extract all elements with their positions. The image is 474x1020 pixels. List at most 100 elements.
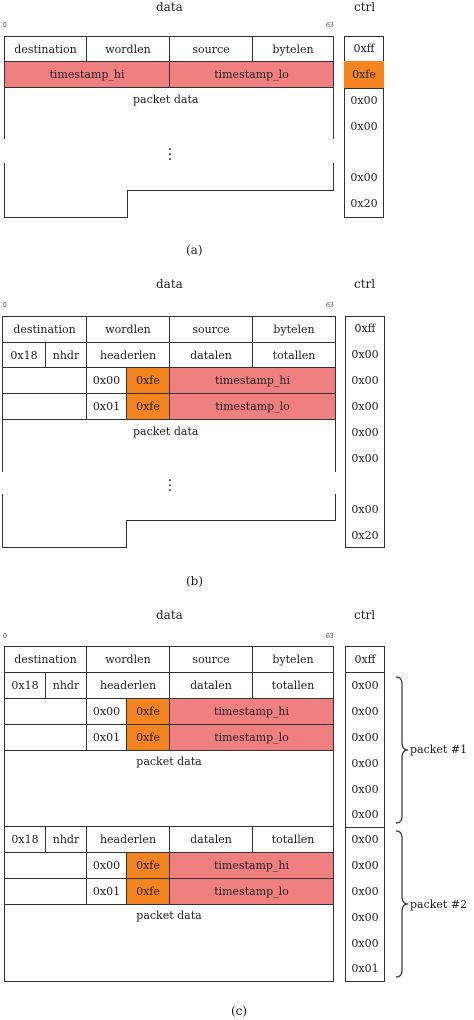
- source-field: source: [169, 316, 253, 343]
- datalen-field: datalen: [169, 826, 253, 853]
- packet-2-label: packet #2: [410, 898, 468, 911]
- bit-end-c: 63: [326, 633, 334, 640]
- bit-start-a: 0: [3, 22, 7, 29]
- empty-field: [2, 367, 87, 394]
- ctrl-value: 0x20: [350, 197, 378, 210]
- ctrl-header-c: ctrl: [354, 608, 376, 622]
- packet-data-block: packet data: [4, 904, 334, 982]
- 0xfe-marker: 0xfe: [126, 878, 170, 905]
- caption-a: (a): [186, 243, 203, 257]
- ctrl-value: 0x00: [351, 731, 379, 744]
- data-header-a: data: [156, 0, 183, 14]
- headerlen-field: headerlen: [86, 826, 170, 853]
- 0x18-field: 0x18: [4, 826, 46, 853]
- 0xfe-marker: 0xfe: [126, 852, 170, 879]
- 0x18-field: 0x18: [4, 672, 46, 699]
- ctrl-marker-a: [344, 61, 384, 88]
- ctrl-value: 0x00: [351, 705, 379, 718]
- packet-1-brace: [395, 676, 409, 824]
- empty-field: [4, 852, 87, 879]
- packet-2-brace: [395, 830, 409, 978]
- ctrl-value: 0xff: [353, 42, 375, 55]
- source-field: source: [169, 646, 253, 673]
- 0x01-field: 0x01: [86, 393, 127, 420]
- 0x00-field: 0x00: [86, 367, 127, 394]
- nhdr-field: nhdr: [45, 826, 87, 853]
- 0xfe-marker: 0xfe: [126, 393, 170, 420]
- bytelen-field: bytelen: [252, 36, 334, 62]
- 0x01-field: 0x01: [86, 724, 127, 751]
- data-header-c: data: [156, 608, 183, 622]
- ctrl-value: 0x20: [351, 529, 379, 542]
- 0xfe-marker: 0xfe: [126, 367, 170, 394]
- ctrl-value: 0x00: [351, 374, 379, 387]
- caption-c: (c): [231, 1004, 248, 1018]
- ctrl-value: 0x00: [351, 937, 379, 950]
- bit-end-b: 63: [326, 302, 334, 309]
- 0xfe-marker: 0xfe: [126, 724, 170, 751]
- destination-field: destination: [4, 646, 87, 673]
- ctrl-value: 0xff: [354, 653, 376, 666]
- ctrl-value: 0xff: [354, 322, 376, 335]
- packet-1-label: packet #1: [410, 743, 468, 756]
- 0x00-field: 0x00: [86, 698, 127, 725]
- ctrl-value: 0x00: [350, 94, 378, 107]
- 0xfe-marker: 0xfe: [126, 698, 170, 725]
- ctrl-header-a: ctrl: [354, 0, 376, 14]
- timestamp-lo-field: timestamp_lo: [169, 878, 334, 905]
- wordlen-field: wordlen: [86, 646, 170, 673]
- timestamp-hi-field: timestamp_hi: [169, 852, 334, 879]
- ctrl-value: 0x00: [350, 120, 378, 133]
- 0x00-field: 0x00: [86, 852, 127, 879]
- wordlen-field: wordlen: [86, 36, 170, 62]
- vertical-ellipsis: ···: [167, 473, 173, 499]
- datalen-field: datalen: [169, 672, 253, 699]
- bit-start-c: 0: [3, 633, 7, 640]
- ctrl-value: 0x00: [351, 503, 379, 516]
- bytelen-field: bytelen: [252, 316, 336, 343]
- ctrl-value: 0x00: [351, 452, 379, 465]
- data-header-b: data: [156, 277, 183, 291]
- ctrl-value: 0x00: [351, 679, 379, 692]
- bit-end-a: 63: [326, 22, 334, 29]
- wordlen-field: wordlen: [86, 316, 170, 343]
- source-field: source: [169, 36, 253, 62]
- totallen-field: totallen: [252, 672, 334, 699]
- empty-field: [4, 724, 87, 751]
- ctrl-value: 0x00: [351, 859, 379, 872]
- ctrl-value: 0x01: [351, 962, 379, 975]
- ctrl-value: 0x00: [351, 885, 379, 898]
- packet-data-label: packet data: [133, 425, 199, 438]
- ctrl-value: 0x00: [351, 400, 379, 413]
- nhdr-field: nhdr: [45, 672, 87, 699]
- timestamp-hi-field: timestamp_hi: [169, 698, 334, 725]
- packet-data-block: packet data: [4, 750, 334, 827]
- totallen-field: totallen: [252, 342, 336, 368]
- timestamp-hi-field: timestamp_hi: [169, 367, 336, 394]
- caption-b: (b): [186, 574, 204, 588]
- ctrl-value: 0x00: [350, 171, 378, 184]
- timestamp-hi-field: timestamp_hi: [4, 61, 170, 88]
- ctrl-value: 0x00: [351, 911, 379, 924]
- ctrl-value: 0x00: [351, 833, 379, 846]
- ctrl-value: 0x00: [351, 808, 379, 821]
- ctrl-value: 0x00: [351, 783, 379, 796]
- nhdr-field: nhdr: [45, 342, 87, 368]
- empty-field: [4, 698, 87, 725]
- ctrl-value: 0x00: [351, 426, 379, 439]
- bytelen-field: bytelen: [252, 646, 334, 673]
- ctrl-value: 0xfe: [352, 68, 376, 81]
- timestamp-lo-field: timestamp_lo: [169, 724, 334, 751]
- packet-data-label: packet data: [133, 93, 199, 106]
- ctrl-value: 0x00: [351, 348, 379, 361]
- 0x01-field: 0x01: [86, 878, 127, 905]
- ctrl-header-b: ctrl: [354, 277, 376, 291]
- timestamp-lo-field: timestamp_lo: [169, 61, 334, 88]
- headerlen-field: headerlen: [86, 672, 170, 699]
- datalen-field: datalen: [169, 342, 253, 368]
- destination-field: destination: [2, 316, 87, 343]
- vertical-ellipsis: ···: [167, 142, 173, 168]
- ctrl-value: 0x00: [351, 757, 379, 770]
- 0x18-field: 0x18: [2, 342, 46, 368]
- timestamp-lo-field: timestamp_lo: [169, 393, 336, 420]
